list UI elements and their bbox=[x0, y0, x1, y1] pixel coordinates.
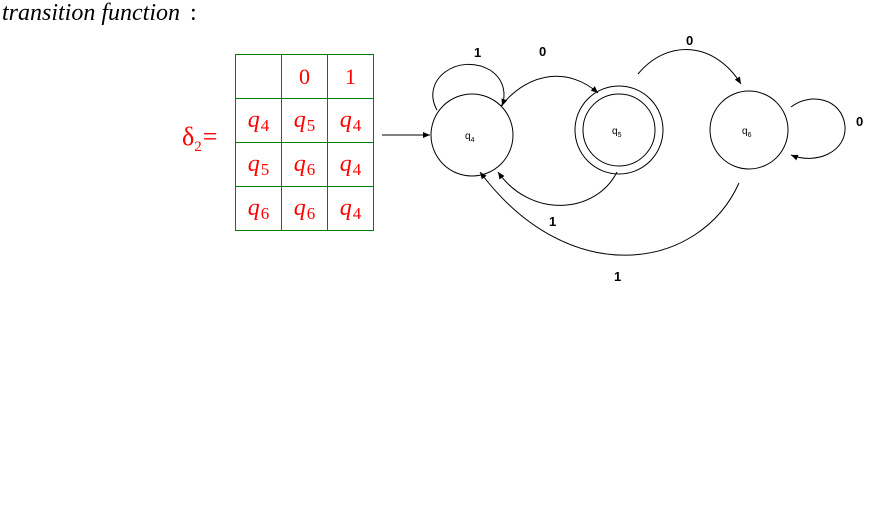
state-label: q6 bbox=[742, 126, 752, 139]
delta-subscript: 2 bbox=[194, 139, 202, 155]
edge-q6-self-loop: 0 bbox=[790, 98, 863, 161]
state-symbol: q5 bbox=[293, 106, 316, 135]
state-q5: q5 bbox=[574, 85, 664, 175]
next-state-on-1-cell: q4 bbox=[327, 98, 374, 143]
heading-colon: : bbox=[190, 0, 197, 26]
edge-line bbox=[479, 171, 740, 256]
header-cell-input-1: 1 bbox=[327, 54, 374, 99]
state-symbol: q6 bbox=[293, 194, 316, 223]
state-symbol: q5 bbox=[247, 150, 270, 179]
heading: transition function: bbox=[2, 0, 197, 27]
next-state-on-0-cell: q6 bbox=[281, 186, 328, 231]
edge-q4-self-loop: 1 bbox=[432, 45, 508, 111]
state-symbol: q4 bbox=[247, 106, 270, 135]
edge-label: 1 bbox=[614, 269, 621, 284]
state-circle-inner bbox=[582, 93, 656, 167]
table-header-row: 0 1 bbox=[235, 54, 374, 99]
state-symbol: q4 bbox=[339, 194, 362, 223]
state-q6: q6 bbox=[709, 90, 789, 170]
state-symbol: q4 bbox=[339, 150, 362, 179]
transition-table: 0 1 q4 q5 q4 q5 q6 q4 q6 q6 q4 bbox=[235, 54, 374, 231]
edge-q5-to-q6: 0 bbox=[637, 33, 742, 85]
edge-line bbox=[790, 98, 846, 161]
edge-label: 1 bbox=[474, 45, 481, 60]
state-symbol: q6 bbox=[293, 150, 316, 179]
row-state-cell: q4 bbox=[235, 98, 282, 143]
edge-q5-to-q4: 1 bbox=[497, 171, 618, 229]
row-state-cell: q5 bbox=[235, 142, 282, 187]
header-cell-input-0: 0 bbox=[281, 54, 328, 99]
edge-label: 1 bbox=[549, 214, 556, 229]
state-symbol: q6 bbox=[247, 194, 270, 223]
state-q4: q4 bbox=[430, 93, 514, 177]
delta-label: δ2= bbox=[182, 124, 217, 155]
next-state-on-0-cell: q5 bbox=[281, 98, 328, 143]
edge-line bbox=[500, 75, 599, 107]
state-circle-outer bbox=[574, 85, 664, 175]
edge-q6-to-q4: 1 bbox=[479, 171, 740, 284]
next-state-on-1-cell: q4 bbox=[327, 142, 374, 187]
edge-line bbox=[497, 171, 618, 206]
edge-line bbox=[637, 49, 742, 85]
state-symbol: q4 bbox=[339, 106, 362, 135]
state-circle bbox=[709, 90, 789, 170]
state-circle bbox=[430, 93, 514, 177]
edge-q4-to-q5: 0 bbox=[500, 44, 599, 107]
delta-symbol: δ bbox=[182, 122, 195, 151]
delta-equals: = bbox=[202, 122, 218, 151]
heading-text: transition function bbox=[2, 0, 181, 26]
edge-label: 0 bbox=[686, 33, 693, 48]
row-state-cell: q6 bbox=[235, 186, 282, 231]
edge-label: 0 bbox=[856, 114, 863, 129]
state-label: q4 bbox=[465, 131, 475, 144]
next-state-on-1-cell: q4 bbox=[327, 186, 374, 231]
header-cell-corner bbox=[235, 54, 282, 99]
edge-line bbox=[432, 63, 508, 111]
table-row: q4 q5 q4 bbox=[235, 98, 374, 143]
state-label: q5 bbox=[612, 126, 622, 139]
edge-label: 0 bbox=[539, 44, 546, 59]
table-row: q6 q6 q4 bbox=[235, 186, 374, 231]
